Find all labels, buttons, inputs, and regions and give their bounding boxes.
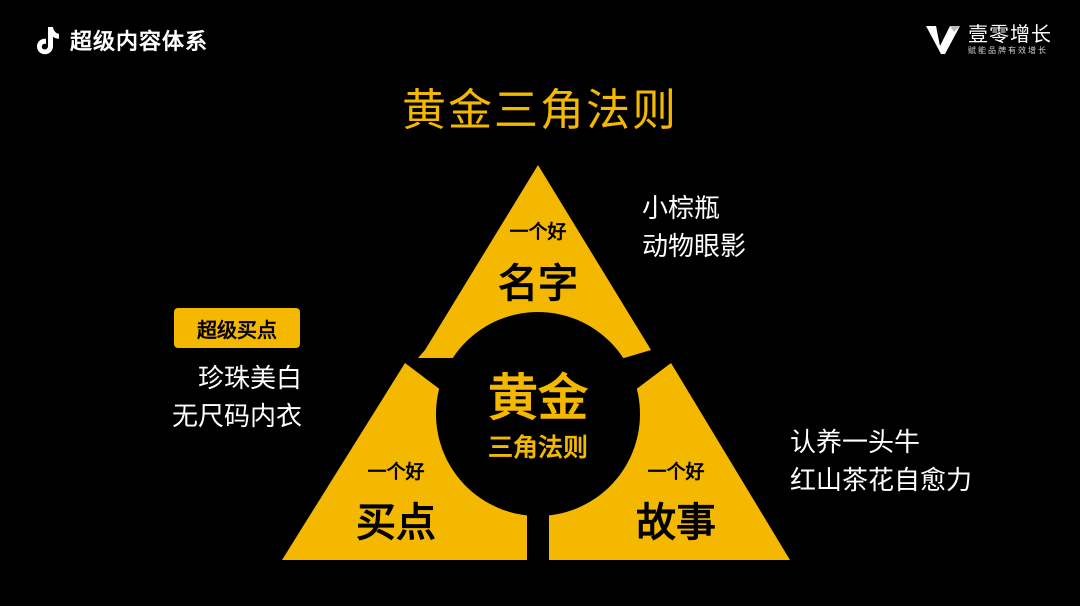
company-logo: 壹零增长 赋能品牌有效增长 [924,22,1052,56]
right-small-label: 一个好 [647,460,704,483]
header-title: 超级内容体系 [70,30,209,55]
center-title: 黄金 [488,369,589,427]
example-item: 动物眼影 [642,232,747,262]
left-big-label: 买点 [356,500,436,546]
top-segment [418,165,651,358]
example-item: 认养一头牛 [790,428,921,458]
logo-slogan: 赋能品牌有效增长 [968,46,1048,55]
header-brand: 超级内容体系 [34,24,208,56]
example-item: 无尺码内衣 [171,402,302,432]
right-big-label: 故事 [636,500,716,546]
top-small-label: 一个好 [509,220,566,243]
super-selling-point-tag: 超级买点 [174,308,300,348]
logo-name: 壹零增长 [968,22,1052,46]
example-item: 红山茶花自愈力 [790,466,973,496]
center-subtitle: 三角法则 [488,433,588,462]
left-examples: 珍珠美白 无尺码内衣 [168,360,302,436]
top-examples: 小棕瓶 动物眼影 [642,190,746,266]
top-big-label: 名字 [498,261,578,307]
music-note-icon [37,27,59,55]
page-title: 黄金三角法则 [402,85,678,136]
example-item: 珍珠美白 [197,364,302,394]
center-circle [436,312,640,516]
example-item: 小棕瓶 [642,194,721,224]
right-examples: 认养一头牛 红山茶花自愈力 [790,424,972,500]
logo-mark-icon [926,26,960,54]
left-small-label: 一个好 [367,460,424,483]
